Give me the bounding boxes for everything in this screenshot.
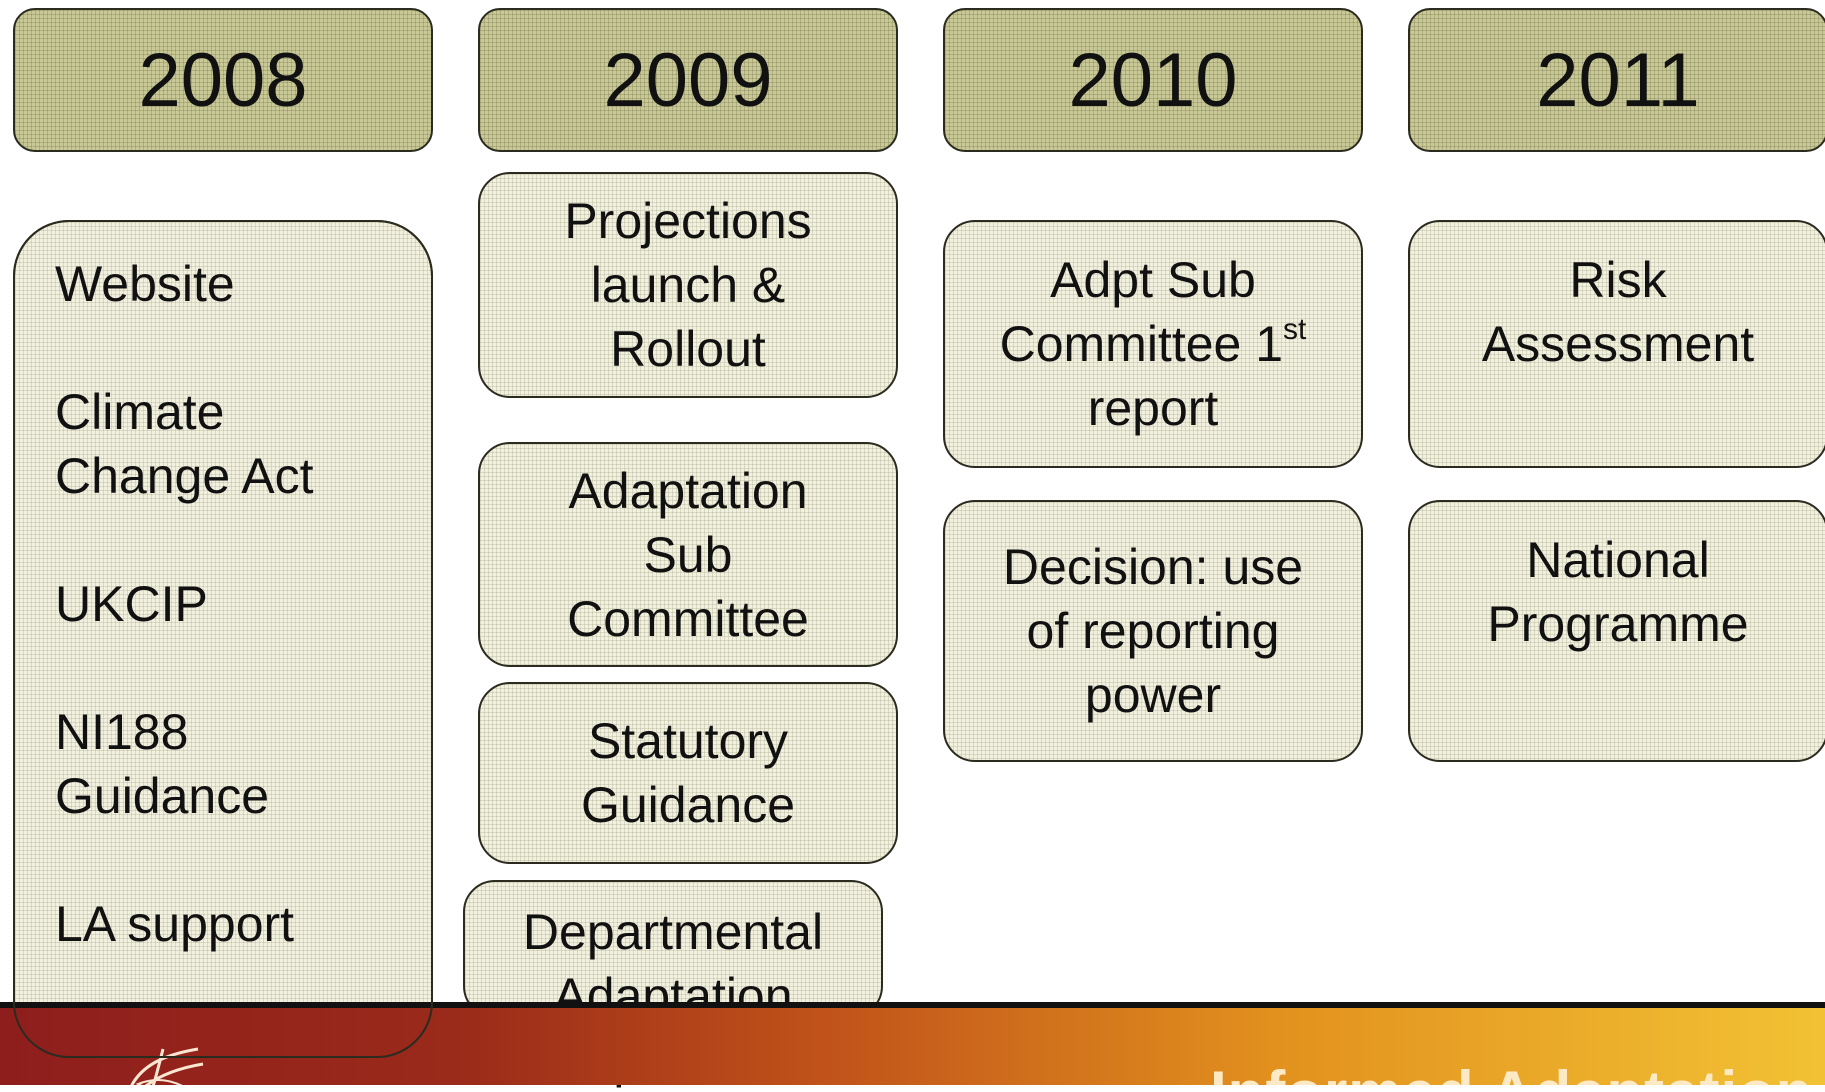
footer-title: Informed Adaptation xyxy=(1210,1058,1813,1085)
footer-banner: Informed Adaptation xyxy=(0,1002,1825,1085)
box-2008-list: Website Climate Change Act UKCIP NI188 G… xyxy=(13,220,433,1058)
year-header-2009: 2009 xyxy=(478,8,898,152)
logo-icon xyxy=(130,1047,204,1085)
box-statutory-guidance: Statutory Guidance xyxy=(478,682,898,864)
list-item: NI188 Guidance xyxy=(55,704,270,824)
list-item: Climate Change Act xyxy=(55,384,314,504)
box-risk-assessment: Risk Assessment xyxy=(1408,220,1825,468)
box-decision-reporting-power: Decision: use of reporting power xyxy=(943,500,1363,762)
box-adaptation-sub-committee: Adaptation Sub Committee xyxy=(478,442,898,667)
box-departmental-adaptation-plans: Departmental Adaptation plans xyxy=(463,880,883,1088)
year-header-2010: 2010 xyxy=(943,8,1363,152)
year-header-2011: 2011 xyxy=(1408,8,1825,152)
list-item: Website xyxy=(55,256,235,312)
box-national-programme: National Programme xyxy=(1408,500,1825,762)
list-item: UKCIP xyxy=(55,576,208,632)
box-projections: Projections launch & Rollout xyxy=(478,172,898,398)
box-adpt-sub-committee-report: Adpt Sub Committee 1st report xyxy=(943,220,1363,468)
list-item: LA support xyxy=(55,896,295,952)
year-header-2008: 2008 xyxy=(13,8,433,152)
